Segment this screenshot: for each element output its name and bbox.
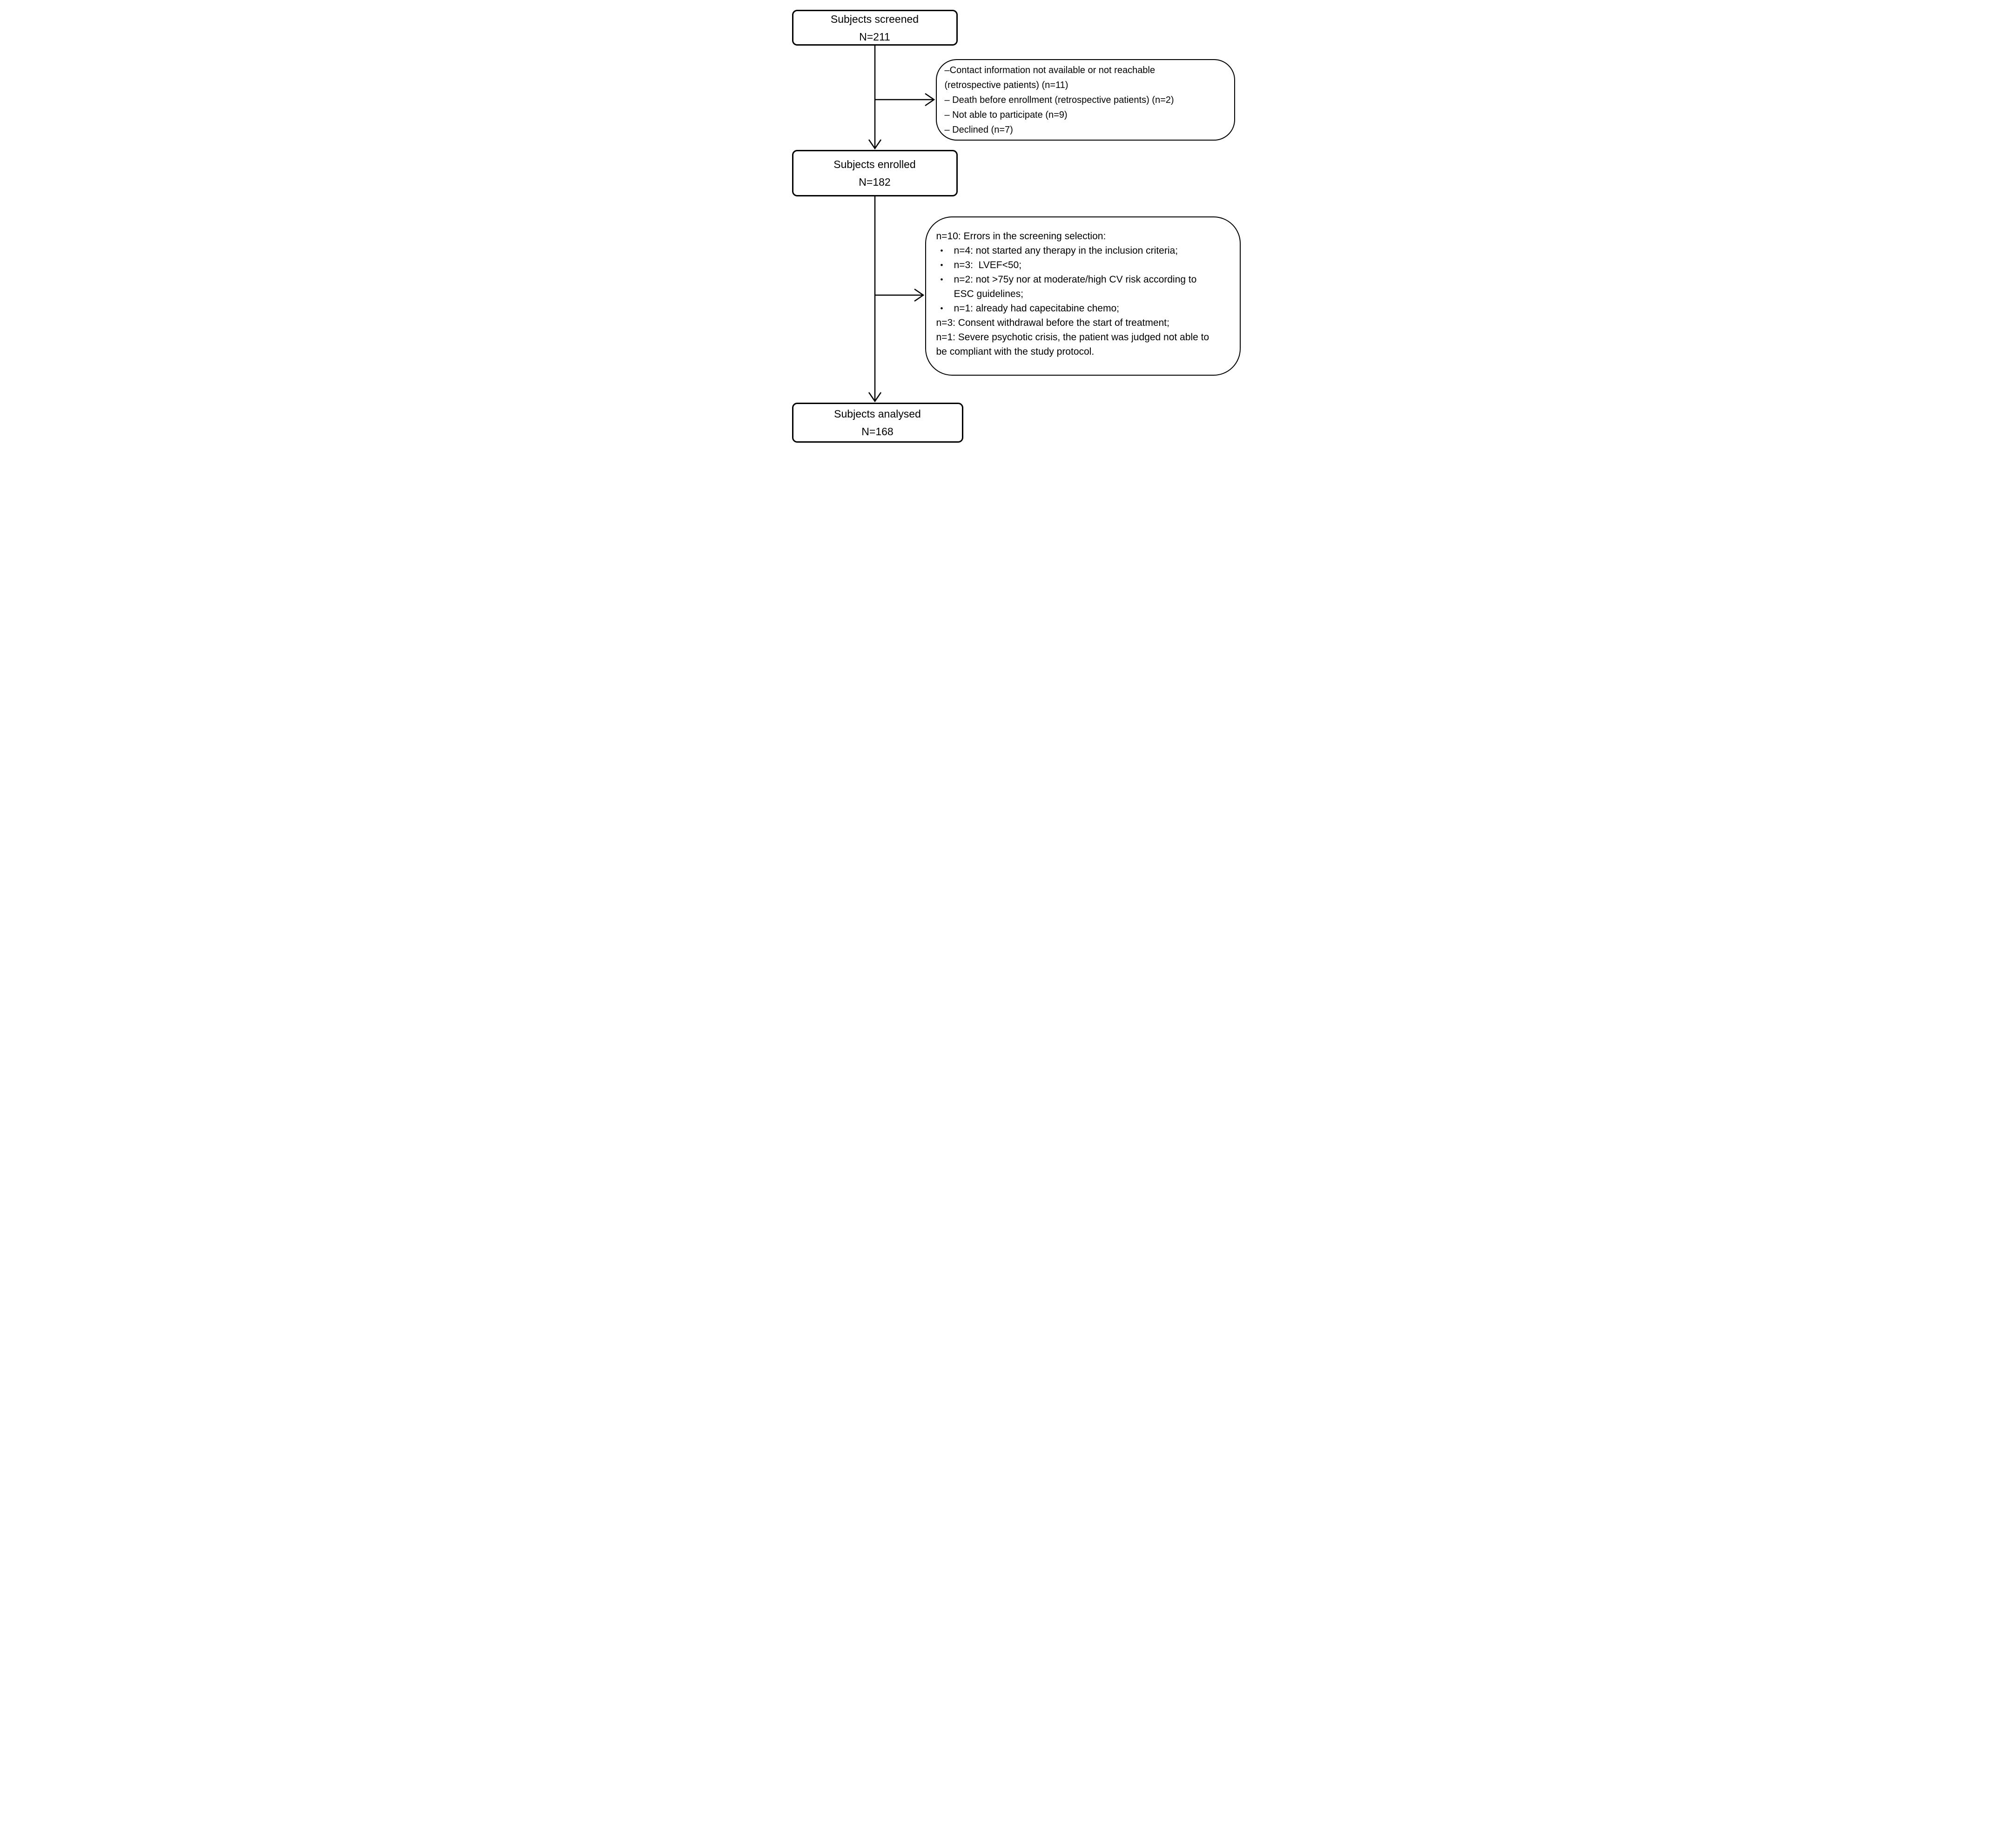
connector-to-enrollment-exclusions	[874, 288, 924, 302]
exclusion-bullet-text: n=3: LVEF<50;	[954, 260, 1022, 270]
exclusion-bullet: • n=1: already had capecitabine chemo;	[936, 301, 1213, 316]
exclusion-item: – Declined (n=7)	[944, 124, 1013, 135]
box-subjects-enrolled: Subjects enrolled N=182	[792, 150, 958, 196]
flow-connectors	[868, 46, 935, 403]
exclusion-intro: n=10: Errors in the screening selection:	[936, 231, 1106, 242]
bullet-icon: •	[940, 246, 943, 255]
box-count: N=168	[861, 425, 894, 438]
exclusion-note: n=3: Consent withdrawal before the start…	[936, 317, 1169, 328]
connector-to-screening-exclusions	[874, 93, 935, 107]
exclusion-bullet: • n=2: not >75y nor at moderate/high CV …	[936, 272, 1213, 301]
exclusion-bullet: • n=3: LVEF<50;	[936, 258, 1213, 272]
box-count: N=182	[859, 176, 891, 188]
bullet-icon: •	[940, 261, 943, 270]
connector-screened-to-enrolled	[868, 46, 881, 150]
exclusion-bullet-text: n=1: already had capecitabine chemo;	[954, 303, 1120, 314]
arrowhead-down-icon	[868, 392, 881, 403]
arrowhead-right-icon	[924, 93, 935, 107]
bullet-icon: •	[940, 304, 943, 313]
exclusion-item: – Death before enrollment (retrospective…	[944, 94, 1174, 105]
exclusion-bullet-text: n=4: not started any therapy in the incl…	[954, 245, 1178, 256]
box-count: N=211	[859, 30, 890, 43]
callout-enrollment-exclusions: n=10: Errors in the screening selection:…	[925, 216, 1241, 376]
exclusion-note: n=1: Severe psychotic crisis, the patien…	[936, 332, 1212, 357]
bullet-icon: •	[940, 275, 943, 284]
callout-screening-exclusions: –Contact information not available or no…	[935, 59, 1235, 141]
arrowhead-down-icon	[868, 139, 881, 150]
box-subjects-screened: Subjects screened N=211	[792, 10, 958, 46]
box-subjects-analysed: Subjects analysed N=168	[792, 403, 963, 443]
box-label: Subjects analysed	[834, 408, 921, 420]
exclusion-bullet: • n=4: not started any therapy in the in…	[936, 243, 1213, 258]
box-label: Subjects enrolled	[833, 158, 916, 170]
exclusion-item: –Contact information not available or no…	[944, 65, 1158, 90]
exclusion-bullet-text: n=2: not >75y nor at moderate/high CV ri…	[954, 274, 1200, 299]
exclusion-item: – Not able to participate (n=9)	[944, 109, 1068, 120]
connector-enrolled-to-analysed	[868, 196, 881, 403]
consort-flow-diagram: Subjects screened N=211 –Contact informa…	[756, 0, 1260, 455]
box-label: Subjects screened	[830, 13, 919, 25]
arrowhead-right-icon	[914, 288, 924, 302]
